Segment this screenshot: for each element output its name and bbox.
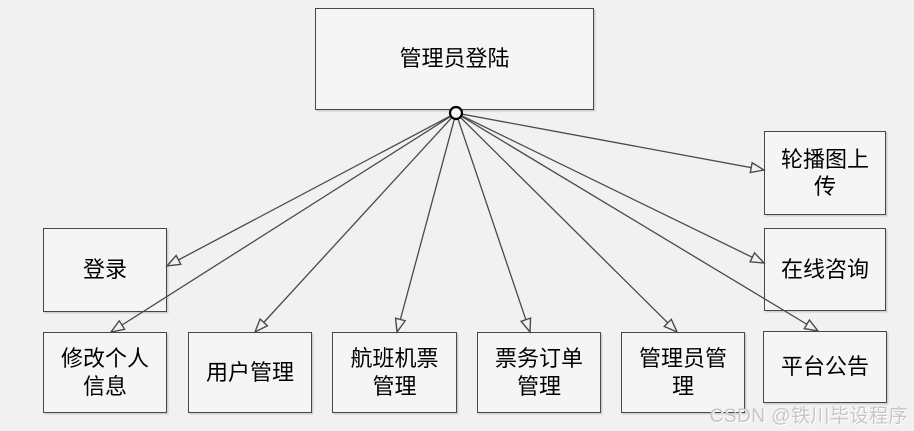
csdn-watermark: CSDN @铁川毕设程序	[709, 406, 908, 427]
node-admin-management: 管理员管理	[621, 332, 745, 413]
node-login: 登录	[43, 228, 167, 312]
node-label: 在线咨询	[780, 256, 869, 282]
node-label: 平台公告	[780, 354, 869, 380]
node-label: 用户管理	[205, 359, 294, 385]
edge-to-flight-ticket	[397, 112, 457, 332]
node-carousel-upload: 轮播图上传	[764, 131, 886, 215]
edge-to-consultation	[455, 112, 764, 263]
node-label: 航班机票管理	[350, 346, 439, 399]
node-label: 登录	[82, 257, 127, 283]
node-admin-login: 管理员登陆	[315, 8, 594, 110]
node-edit-personal-info: 修改个人信息	[43, 332, 167, 413]
node-user-management: 用户管理	[188, 332, 312, 413]
edge-to-user-management	[255, 112, 457, 332]
edge-to-ticket-order	[455, 112, 530, 332]
edge-to-carousel	[455, 112, 764, 170]
node-label: 管理员管理	[638, 346, 727, 399]
node-label: 管理员登陆	[399, 46, 510, 72]
edge-to-admin-management	[455, 112, 677, 332]
node-ticket-order-management: 票务订单管理	[477, 332, 601, 413]
node-platform-announcement: 平台公告	[763, 331, 887, 403]
node-label: 修改个人信息	[60, 346, 149, 399]
edge-to-login	[167, 112, 457, 266]
node-label: 票务订单管理	[494, 346, 583, 399]
node-label: 轮播图上传	[780, 146, 869, 200]
node-online-consultation: 在线咨询	[764, 228, 886, 311]
node-flight-ticket-management: 航班机票管理	[332, 332, 457, 413]
